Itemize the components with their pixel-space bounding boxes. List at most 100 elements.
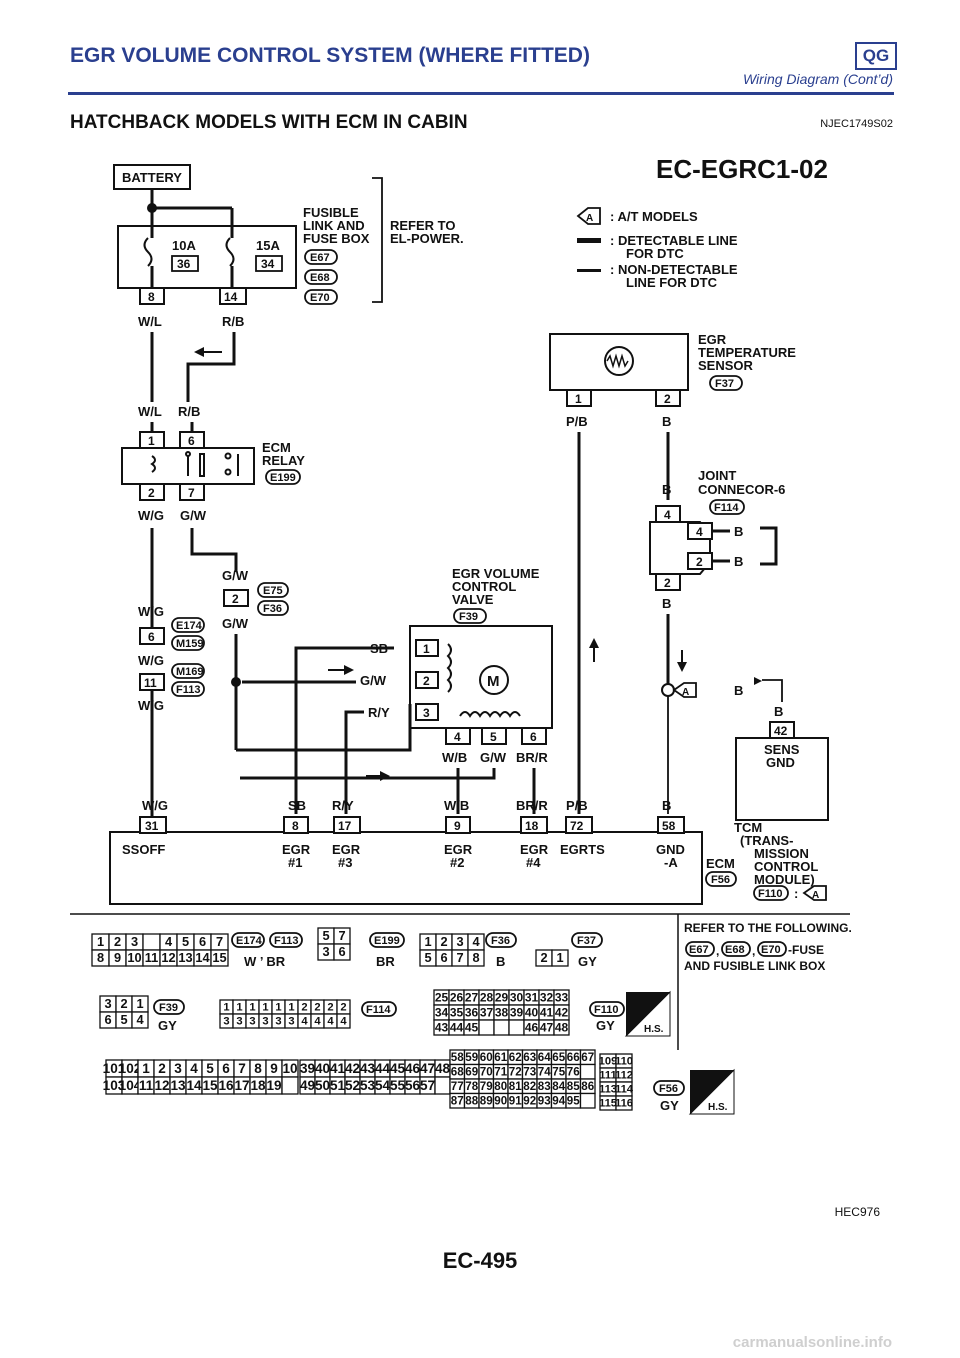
ecm-terminal-72-pin: 72: [570, 819, 584, 833]
connector-f37-tag: [709, 375, 743, 391]
refer-e67: E67: [689, 944, 709, 956]
refer-e70: E70: [761, 944, 781, 956]
cv-f56c-pin-label: 83: [538, 1080, 551, 1093]
wire-label-rb-top: R/B: [222, 314, 244, 329]
ecm-terminal-58-sub: -A: [664, 855, 678, 870]
cv-f56-pin-label: 5: [206, 1061, 214, 1076]
cv-f114-pin-label: 1: [249, 1002, 255, 1014]
cv-e174-pin-label: 5: [182, 934, 189, 949]
cv-f56c-pin-label: 93: [538, 1094, 551, 1107]
cv-f56b-pin-label: 47: [420, 1061, 435, 1076]
cv-f56-pin-label: 12: [154, 1078, 170, 1093]
cv-f114-pin-label: 4: [314, 1016, 321, 1028]
egr-valve-pin-2-label: 2: [423, 674, 430, 688]
direction-arrow: [194, 347, 222, 357]
wire-label-ry-valve: R/Y: [368, 705, 390, 720]
cv-f110-pin-label: 31: [525, 990, 539, 1004]
tcm-label-1: TCM: [734, 820, 762, 835]
cv-f36-pin-label: 5: [424, 950, 431, 965]
cv-f110-pin-label: 43: [435, 1020, 449, 1034]
cv-f36-name: F36: [491, 935, 510, 947]
cv-f110-pin-label: 41: [540, 1005, 554, 1019]
cv-f110-pin-label: 46: [525, 1020, 539, 1034]
connector-f110-label: F110: [758, 888, 782, 900]
cv-f110-pin-label: 34: [435, 1005, 449, 1019]
cv-f37-color: GY: [578, 954, 597, 969]
cv-f36-pin-label: 2: [440, 934, 447, 949]
hs-icon: H.S.: [624, 990, 671, 1037]
wire-label-wg-1: W/G: [138, 508, 164, 523]
cv-f56-pin-label: 102: [119, 1061, 142, 1076]
connector-f114-tag: [709, 499, 745, 515]
cv-f110-pin-label: 48: [555, 1020, 569, 1034]
cv-f37-name: F37: [577, 935, 596, 947]
cv-f39-pin-label: 2: [120, 996, 127, 1011]
sensor-pin-2: [655, 389, 681, 407]
cv-f114-pin-label: 3: [262, 1016, 268, 1028]
wire-label-b-sensor: B: [662, 414, 671, 429]
tcm-label-2: (TRANS-: [740, 833, 793, 848]
connector-f37-label: F37: [715, 378, 734, 390]
cv-f110-pin-label: 39: [510, 1005, 524, 1019]
legend-detectable-2: FOR DTC: [626, 246, 684, 261]
connector-f110-tag: [753, 885, 789, 901]
wire-label-wg-3: W/G: [138, 653, 164, 668]
cv-e199-pin-label: 6: [338, 944, 345, 959]
joint-pin-2a: [655, 573, 681, 591]
cv-f56-pin-label: 4: [190, 1061, 198, 1076]
cv-f56c-pin-label: 81: [509, 1080, 522, 1093]
cv-f56-pin-label: 13: [170, 1078, 186, 1093]
cv-f56c-pin-label: 69: [465, 1065, 478, 1078]
cv-f39-pin-label: 6: [104, 1012, 111, 1027]
relay-pin-6-label: 6: [188, 434, 195, 448]
wire-label-gw-valve-bottom: G/W: [480, 750, 507, 765]
cv-e199-pin-label: 7: [338, 928, 345, 943]
cv-e174-pin-label: 9: [114, 950, 121, 965]
legend-nondetectable-1: : NON-DETECTABLE: [610, 262, 738, 277]
cv-e174-cell: [142, 933, 161, 951]
cv-f113-name: F113: [274, 935, 298, 947]
cv-f37-pin-label: 1: [556, 950, 563, 965]
ecm-terminal-17-name: EGR: [332, 842, 361, 857]
ecm-wire-ry: R/Y: [332, 798, 354, 813]
cv-f56-pin-label: 16: [218, 1078, 234, 1093]
cv-f110-cell: [553, 1019, 570, 1036]
connector-f36-tag: [257, 600, 289, 616]
cv-f110-pin-label: 42: [555, 1005, 569, 1019]
ecm-terminal-9: 9 EGR #2: [444, 816, 473, 870]
cv-f56c-pin-label: 71: [494, 1065, 507, 1078]
connector-e70: E70: [310, 292, 330, 304]
cv-f56c-cell: [579, 1063, 596, 1080]
egr-valve-label-1: EGR VOLUME: [452, 566, 540, 581]
ecm-wire-b: B: [662, 798, 671, 813]
cv-f110-cell: [508, 1019, 525, 1036]
cv-f56-color: GY: [660, 1098, 679, 1113]
tcm-label-3: MISSION: [754, 846, 809, 861]
cv-f56d-pin-label: 110: [615, 1056, 633, 1068]
cv-f56c-pin-label: 78: [465, 1080, 478, 1093]
cv-e174-pin-label: 4: [165, 934, 173, 949]
fuse-box-terminal-14-label: 14: [224, 290, 238, 304]
cv-f114-pin-label: 4: [340, 1016, 347, 1028]
wire-label-wb-valve: W/B: [442, 750, 467, 765]
cv-f39-color: GY: [158, 1018, 177, 1033]
tcm-pin-42-label: 42: [774, 724, 788, 738]
ecm-wire-wg: W/G: [142, 798, 168, 813]
cv-f56-pin-label: 1: [142, 1061, 150, 1076]
section-code: NJEC1749S02: [820, 118, 893, 130]
cv-f56b-pin-label: 52: [345, 1078, 361, 1093]
refer-fuse: -FUSE: [788, 943, 824, 957]
cv-f56d-pin-label: 111: [599, 1070, 616, 1082]
cv-f110-name: F110: [594, 1004, 618, 1016]
legend: A : A/T MODELS : DETECTABLE LINE FOR DTC…: [576, 207, 738, 290]
ecm-terminal-9-name: EGR: [444, 842, 473, 857]
cv-f56-pin-label: 7: [238, 1061, 246, 1076]
relay-pin-7-label: 7: [188, 486, 195, 500]
wire-label-rb-relay: R/B: [178, 404, 200, 419]
egr-valve-pin-1-label: 1: [423, 642, 430, 656]
egr-temp-sensor-body: [549, 333, 689, 391]
cv-e174-pin-label: 11: [145, 950, 159, 965]
wire-label-b-joint-bottom: B: [662, 596, 671, 611]
connector-e68: E68: [310, 272, 330, 284]
